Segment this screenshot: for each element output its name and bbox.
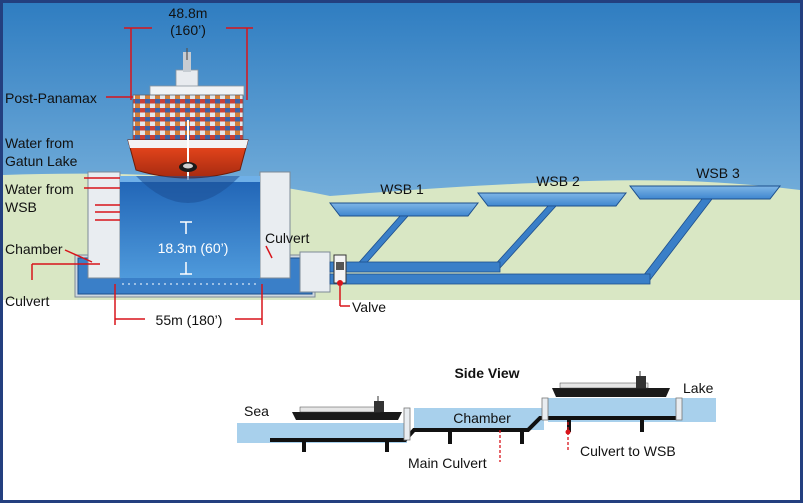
side-view-title: Side View <box>454 365 519 381</box>
water-wsb-label-line1: Water from <box>5 181 74 197</box>
vessel-label: Post-Panamax <box>5 90 97 106</box>
valve-label: Valve <box>352 299 386 315</box>
wsb1-label: WSB 1 <box>380 181 424 197</box>
side-chamber-label: Chamber <box>453 410 511 426</box>
wsb1-basin <box>328 202 480 217</box>
culvert-right-label: Culvert <box>265 230 309 246</box>
right-wall <box>259 171 291 279</box>
length-label: 55m (180’) <box>156 312 223 328</box>
valve-icon <box>333 254 347 286</box>
side-lake-label: Lake <box>683 380 714 396</box>
culvert-left-label: Culvert <box>5 293 49 309</box>
culvert-to-wsb-label: Culvert to WSB <box>580 443 676 459</box>
chamber-label: Chamber <box>5 241 63 257</box>
wsb2-label: WSB 2 <box>536 173 580 189</box>
post-panamax-ship <box>127 48 249 203</box>
depth-label: 18.3m (60’) <box>158 240 229 256</box>
main-culvert-label: Main Culvert <box>408 455 487 471</box>
side-floor <box>270 416 680 442</box>
width-meters-label: 48.8m <box>169 5 208 21</box>
side-view <box>237 371 716 462</box>
side-ship-sea <box>292 396 402 420</box>
wsb3-basin <box>628 185 782 200</box>
valve-block <box>299 251 331 293</box>
dimension-lines <box>31 27 350 325</box>
side-sea-label: Sea <box>244 403 269 419</box>
water-wsb-label-line2: WSB <box>5 199 37 215</box>
side-chamber-water <box>414 408 544 430</box>
wsb2-basin <box>476 192 628 207</box>
wsb-basins <box>328 185 782 285</box>
depth-marker <box>180 221 192 275</box>
water-gatun-label-line2: Gatun Lake <box>5 153 78 169</box>
side-ship-lake <box>552 371 670 397</box>
water-gatun-label-line1: Water from <box>5 135 74 151</box>
wsb3-label: WSB 3 <box>696 165 740 181</box>
width-feet-label: (160’) <box>170 22 206 38</box>
